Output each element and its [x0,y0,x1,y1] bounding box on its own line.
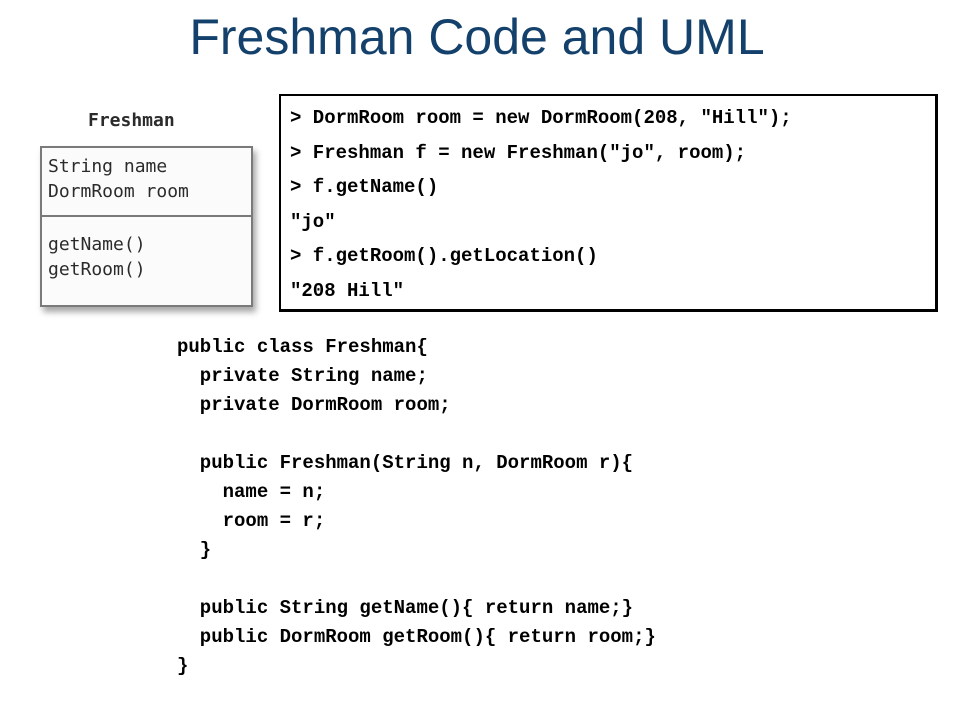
code-line: public class Freshman{ [177,336,428,358]
code-line: name = n; [177,481,326,503]
code-line: } [177,655,189,677]
console-output: "208 Hill" [290,279,405,302]
console-output: "jo" [290,210,336,233]
code-line [177,420,656,449]
uml-divider [42,215,251,217]
code-line: public Freshman(String n, DormRoom r){ [177,452,634,474]
uml-method: getName() [48,234,146,255]
console-line: > DormRoom room = new DormRoom(208, "Hil… [290,107,792,129]
uml-attribute: String name [48,156,168,177]
uml-class-box: String name DormRoom room getName() getR… [40,146,253,307]
code-line: private String name; [177,365,428,387]
slide-title: Freshman Code and UML [189,9,765,65]
interactions-pane: > DormRoom room = new DormRoom(208, "Hil… [279,94,938,312]
uml-methods: getName() getRoom() [42,232,251,282]
code-line: private DormRoom room; [177,394,451,416]
code-line: room = r; [177,510,326,532]
code-line: public DormRoom getRoom(){ return room;} [177,626,656,648]
code-line [177,565,656,594]
uml-method: getRoom() [48,259,146,280]
code-line: } [177,539,212,561]
uml-class-name: Freshman [88,110,175,131]
code-line: public String getName(){ return name;} [177,597,634,619]
console-line: > Freshman f = new Freshman("jo", room); [290,141,747,164]
uml-attributes: String name DormRoom room [42,154,251,214]
uml-attribute: DormRoom room [48,181,189,202]
source-code: public class Freshman{ private String na… [177,333,656,681]
console-line: > f.getName() [290,176,439,198]
console-line: > f.getRoom().getLocation() [290,245,598,267]
